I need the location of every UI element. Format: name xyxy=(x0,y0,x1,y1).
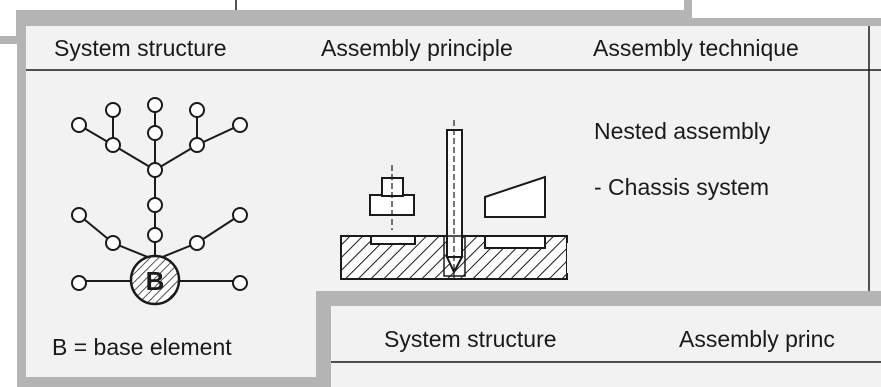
tree-node xyxy=(147,197,163,213)
tree-node xyxy=(71,117,87,133)
tree-node xyxy=(189,235,205,251)
left-recess xyxy=(370,235,416,245)
tree-node xyxy=(147,227,163,243)
tree-structure: B xyxy=(71,97,248,306)
back-header-assembly-principle: Assembly princ xyxy=(679,326,835,352)
wedge-part xyxy=(484,175,546,218)
assembly-principle-drawing xyxy=(340,120,575,280)
tree-node xyxy=(147,162,163,178)
tree-node xyxy=(105,235,121,251)
header-assembly-technique: Assembly technique xyxy=(593,35,799,61)
header-system-structure: System structure xyxy=(54,35,227,61)
back-header-system-structure: System structure xyxy=(384,326,557,352)
tree-node xyxy=(71,207,87,223)
pin-hole xyxy=(443,235,466,277)
tree-node xyxy=(232,117,248,133)
tree-node xyxy=(189,137,205,153)
base-element-label: B xyxy=(146,266,165,296)
tree-node xyxy=(232,207,248,223)
tree-nodes xyxy=(71,97,248,291)
base-element-node xyxy=(129,254,181,306)
back-panel-body xyxy=(331,306,881,387)
previous-panel-fragment xyxy=(0,0,692,44)
tree-node xyxy=(189,102,205,118)
technique-line-2: - Chassis system xyxy=(594,174,769,200)
tree-node xyxy=(105,137,121,153)
header-assembly-principle: Assembly principle xyxy=(321,35,513,61)
tree-node xyxy=(105,102,121,118)
tree-node xyxy=(232,275,248,291)
tree-node xyxy=(147,125,163,141)
back-panel: System structure Assembly princ xyxy=(316,291,881,387)
base-element-caption: B = base element xyxy=(52,334,232,360)
tree-node xyxy=(71,275,87,291)
front-panel-bottom-frame xyxy=(17,377,331,387)
technique-line-1: Nested assembly xyxy=(594,118,771,144)
base-plate-right-notch xyxy=(567,243,575,273)
right-recess xyxy=(484,235,546,249)
tree-node xyxy=(147,97,163,113)
